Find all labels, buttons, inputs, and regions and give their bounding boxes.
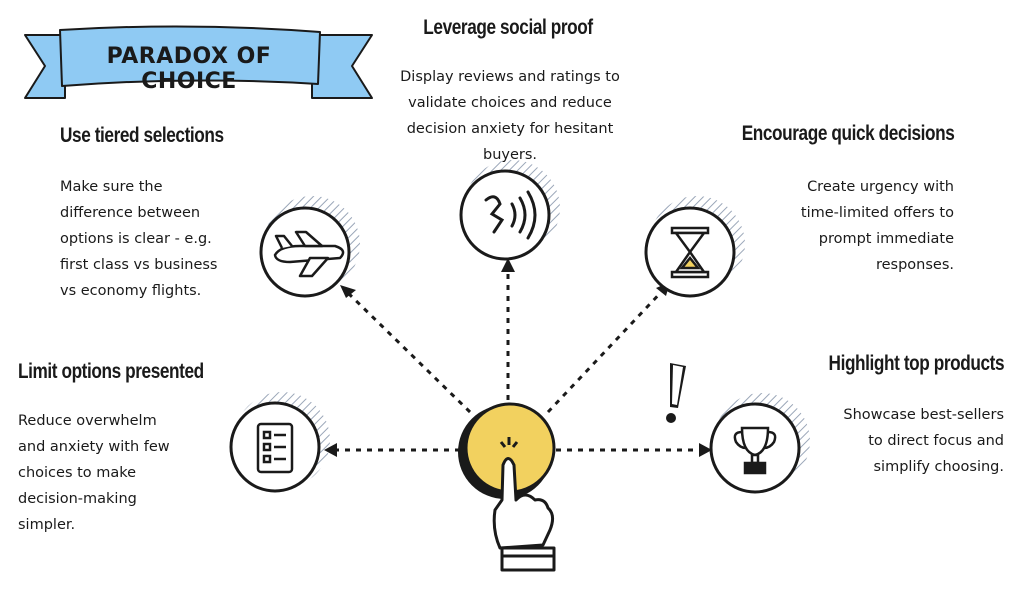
text-line: simplify choosing. — [873, 459, 1005, 475]
text-line: decision-making — [18, 491, 137, 507]
text-line: and anxiety with few — [18, 439, 170, 455]
text-line: choices to make — [18, 465, 137, 481]
text-line: validate choices and reduce — [408, 95, 612, 111]
text-line: Reduce overwhelm — [18, 413, 157, 429]
text-line: simpler. — [18, 517, 76, 533]
icon-circles — [229, 160, 810, 499]
connector-tiered — [343, 288, 472, 414]
social-proof-heading: Leverage social proof — [423, 16, 593, 39]
social-proof-text: Display reviews and ratings to validate … — [360, 64, 660, 168]
text-line: prompt immediate — [818, 231, 954, 247]
page-title: PARADOX OF CHOICE — [106, 44, 272, 94]
tiered-heading: Use tiered selections — [60, 124, 224, 147]
limit-heading: Limit options presented — [18, 360, 204, 383]
pointing-hand-icon — [492, 437, 556, 572]
text-line: vs economy flights. — [60, 283, 202, 299]
text-line: options is clear - e.g. — [60, 231, 212, 247]
text-line: time-limited offers to — [800, 205, 954, 221]
text-line: to direct focus and — [868, 433, 1004, 449]
connector-quick — [546, 286, 667, 414]
text-line: Display reviews and ratings to — [400, 69, 620, 85]
checklist-icon — [256, 422, 294, 474]
exclamation-icon — [666, 363, 686, 423]
connectors — [330, 265, 705, 452]
text-line: responses. — [875, 257, 954, 273]
highlight-heading: Highlight top products — [828, 352, 1004, 375]
text-line: Create urgency with — [807, 179, 954, 195]
text-line: Showcase best-sellers — [843, 407, 1004, 423]
text-line: first class vs business — [60, 257, 218, 273]
text-line: Make sure the — [60, 179, 163, 195]
voice-speaking-icon — [484, 190, 537, 240]
quick-text: Create urgency with time-limited offers … — [801, 174, 954, 278]
limit-text: Reduce overwhelm and anxiety with few ch… — [18, 408, 170, 538]
title-banner — [24, 25, 373, 99]
hourglass-icon — [670, 226, 710, 279]
text-line: difference between — [60, 205, 201, 221]
quick-heading: Encourage quick decisions — [741, 122, 954, 145]
text-line: buyers. — [482, 147, 538, 163]
trophy-icon — [733, 426, 777, 475]
airplane-icon — [273, 230, 345, 278]
text-line: decision anxiety for hesitant — [406, 121, 614, 137]
highlight-text: Showcase best-sellers to direct focus an… — [843, 402, 1004, 480]
tiered-text: Make sure the difference between options… — [60, 174, 218, 304]
